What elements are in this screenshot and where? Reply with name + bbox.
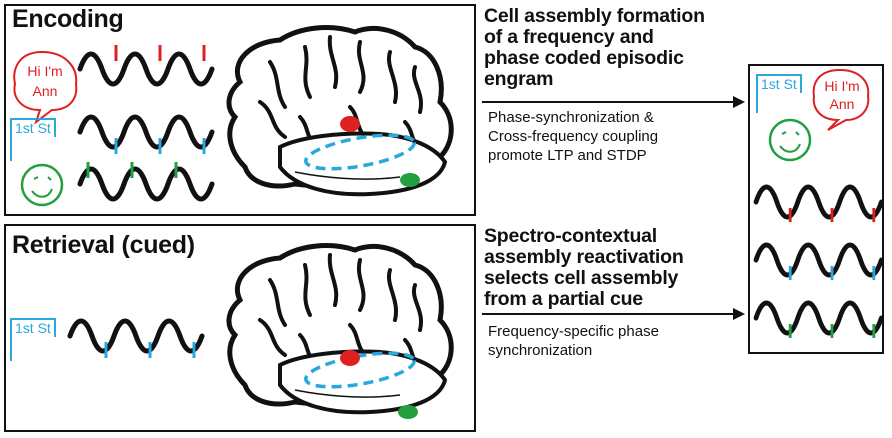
encoding-wave-green	[80, 162, 212, 199]
formation-sub-line: Phase-synchronization &	[488, 109, 654, 126]
engram-wave-blue	[756, 245, 881, 280]
encoding-title: Encoding	[12, 5, 124, 33]
retrieval-street-label: 1st St	[10, 318, 56, 337]
encoding-speech-line2: Ann	[33, 83, 58, 99]
encoding-smiley-icon	[20, 163, 64, 207]
formation-heading-line: Cell assembly formation	[484, 5, 705, 27]
reactivation-sub-line: Frequency-specific phase	[488, 323, 659, 340]
formation-heading: Cell assembly formation of a frequency a…	[484, 6, 705, 90]
reactivation-arrow	[482, 308, 745, 320]
reactivation-heading-line: assembly reactivation	[484, 246, 684, 268]
engram-wave-red	[756, 187, 881, 222]
formation-sub-line: promote LTP and STDP	[488, 147, 647, 164]
encoding-wave-red	[80, 45, 212, 84]
retrieval-street-pole	[10, 337, 12, 361]
reactivation-sub-line: synchronization	[488, 342, 593, 359]
retrieval-title: Retrieval (cued)	[12, 231, 195, 259]
encoding-speech-line1: Hi I'm	[27, 63, 62, 79]
engram-street-label: 1st St	[756, 74, 802, 93]
retrieval-brain-icon	[229, 246, 451, 419]
formation-subtext: Phase-synchronization & Cross-frequency …	[488, 108, 658, 165]
formation-heading-line: engram	[484, 68, 554, 90]
reactivation-heading-line: selects cell assembly	[484, 267, 679, 289]
engram-smiley-icon	[768, 118, 812, 162]
retrieval-wave-blue	[70, 321, 202, 358]
engram-speech-bubble: Hi I'm Ann	[812, 68, 870, 131]
engram-speech-line1: Hi I'm	[824, 78, 859, 94]
engram-wave-green	[756, 303, 881, 338]
formation-heading-line: of a frequency and	[484, 26, 654, 48]
encoding-brain-icon	[229, 28, 451, 195]
engram-speech-line2: Ann	[830, 96, 855, 112]
engram-street-pole	[756, 93, 758, 113]
encoding-speech-bubble: Hi I'm Ann	[13, 50, 78, 125]
formation-sub-line: Cross-frequency coupling	[488, 128, 659, 145]
reactivation-heading: Spectro-contextual assembly reactivation…	[484, 226, 684, 310]
encoding-wave-blue	[80, 117, 212, 154]
encoding-street-pole	[10, 137, 12, 161]
formation-arrow	[482, 96, 745, 108]
formation-heading-line: phase coded episodic	[484, 47, 684, 69]
reactivation-heading-line: Spectro-contextual	[484, 225, 658, 247]
encoding-street-label: 1st St	[10, 118, 56, 137]
reactivation-subtext: Frequency-specific phase synchronization	[488, 322, 659, 360]
reactivation-heading-line: from a partial cue	[484, 288, 643, 310]
